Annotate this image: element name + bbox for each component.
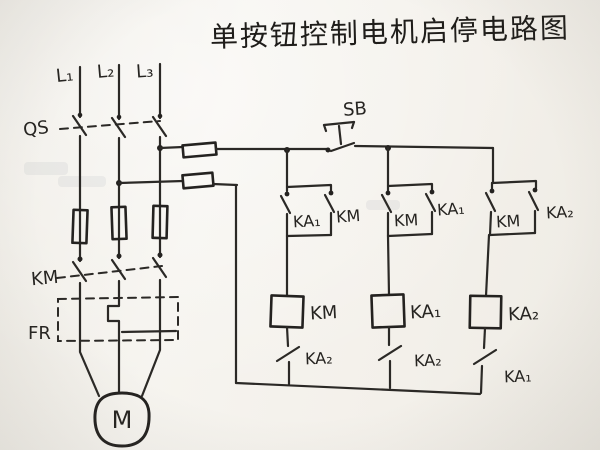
branch1-right-contact-label: KM <box>335 206 361 227</box>
km-main-contacts: KM <box>30 265 163 290</box>
motor: M <box>93 391 151 448</box>
control-feed <box>116 141 482 396</box>
power-section: L₁ L₂ L₃ <box>22 60 179 448</box>
phase-label-l1: L₁ <box>55 64 74 87</box>
phase-line-l3 <box>140 62 169 398</box>
watermark <box>24 162 400 210</box>
branch2-left-contact-label: KM <box>393 210 418 230</box>
branch1-series-contact-label: KA₂ <box>305 348 333 368</box>
phase-label-l3: L₃ <box>135 61 154 83</box>
branch2-series-contact-label: KA₂ <box>414 350 442 370</box>
branch3-right-contact-label: KA₂ <box>546 202 575 222</box>
phase-line-l2 <box>106 63 128 394</box>
fuse-l1 <box>71 208 89 245</box>
branch2-coil <box>370 293 406 329</box>
sb-label: SB <box>342 98 367 121</box>
phase-label-l2: L₂ <box>96 60 115 82</box>
bottom-bus <box>234 381 482 396</box>
branch3-series-contact <box>472 348 498 366</box>
fr-box-dashed <box>57 295 179 343</box>
fr-overload: FR <box>28 295 179 344</box>
fr-inner-line <box>120 329 178 334</box>
fr-label: FR <box>28 323 51 344</box>
branch2-right-contact-label: KA₁ <box>436 199 465 220</box>
km-main-label: KM <box>30 267 59 290</box>
qs-linkage-dashed-line <box>59 120 161 130</box>
control-fuse-1 <box>181 141 218 159</box>
qs-label: QS <box>22 117 50 141</box>
phase-line-l1 <box>71 65 101 398</box>
qs-switch: QS <box>22 117 161 141</box>
branch3-coil-label: KA₂ <box>508 303 540 325</box>
motor-label: M <box>112 406 133 434</box>
branch-1: KA₁ KM KM KA₂ <box>269 148 361 386</box>
fuse-l2 <box>110 205 128 241</box>
km-linkage-dashed-line <box>56 265 163 279</box>
branch2-coil-label: KA₁ <box>409 301 441 324</box>
branch-2: KM KA₁ KA₁ KA₂ <box>370 146 465 390</box>
branch1-coil-label: KM <box>309 302 337 324</box>
sb-button: SB <box>322 98 495 185</box>
branch3-coil <box>468 294 503 330</box>
branch1-coil <box>269 294 305 329</box>
diagram-title: 单按钮控制电机启停电路图 <box>210 11 571 53</box>
control-section: SB KA₁ KM KM <box>116 98 575 396</box>
branch3-series-contact-label: KA₁ <box>504 366 532 386</box>
motor-circle <box>93 391 151 448</box>
branch3-left-contact-label: KM <box>496 211 521 231</box>
branch-3: KM KA₂ KA₂ KA₁ <box>468 179 575 395</box>
branch2-series-contact <box>377 344 403 362</box>
fuse-l3 <box>151 204 169 240</box>
branch1-series-contact <box>275 345 301 363</box>
control-fuse-2 <box>181 171 215 190</box>
branch1-left-contact-label: KA₁ <box>292 211 321 231</box>
